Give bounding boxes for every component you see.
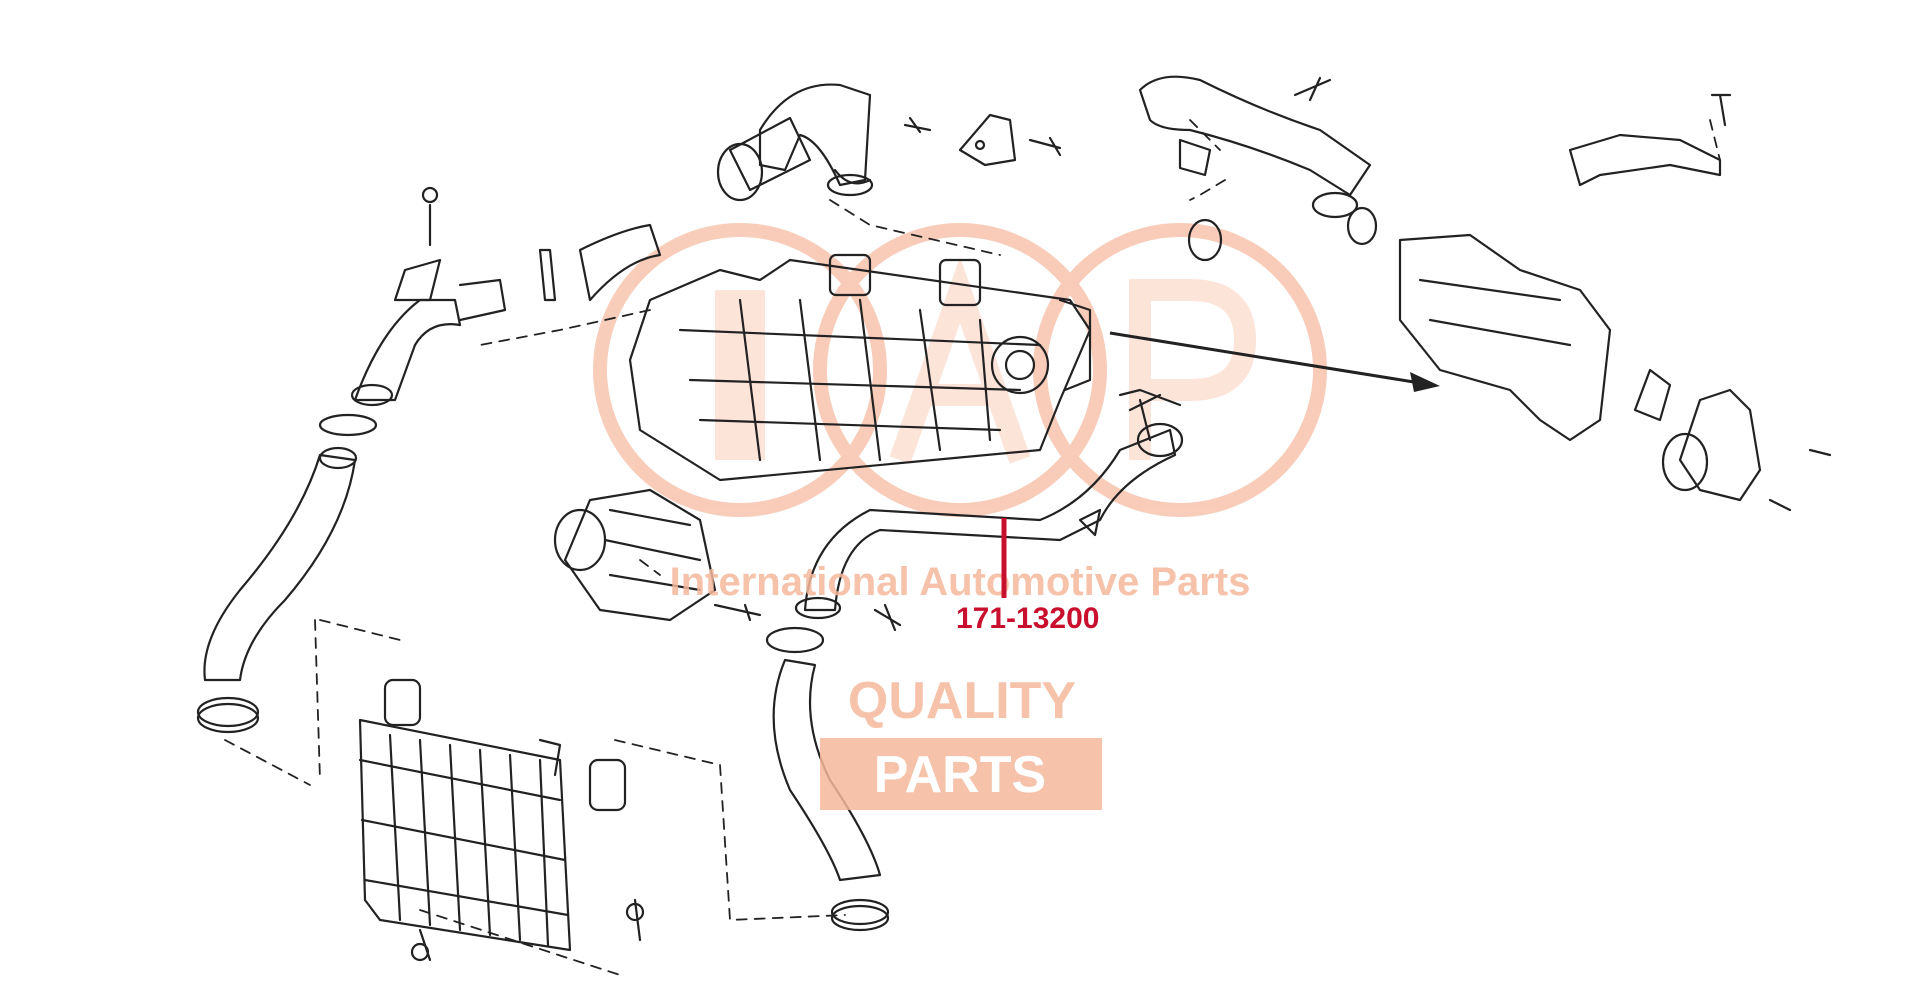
right-bracket bbox=[1568, 93, 1732, 187]
highlighted-hose bbox=[794, 388, 1184, 620]
logo-letter-p bbox=[1129, 279, 1257, 460]
watermark-quality: QUALITY bbox=[848, 672, 1076, 730]
upper-air-duct bbox=[716, 83, 874, 202]
part-callout: 171-13200 bbox=[956, 518, 1099, 635]
intercooler bbox=[358, 678, 645, 962]
upper-right-duct bbox=[1138, 75, 1378, 262]
watermark-parts-box bbox=[820, 738, 1102, 810]
iap-logo-watermark bbox=[593, 223, 1327, 517]
upper-bracket bbox=[903, 113, 1062, 167]
logo-ring-right bbox=[1033, 223, 1327, 517]
flow-arrow bbox=[1109, 331, 1440, 392]
right-throttle-assembly bbox=[1398, 233, 1832, 512]
dashed-leaders bbox=[224, 119, 1721, 976]
left-upper-hose bbox=[350, 186, 662, 407]
engine-block bbox=[628, 253, 1092, 482]
part-number-label[interactable]: 171-13200 bbox=[956, 602, 1099, 635]
logo-ring-left bbox=[593, 223, 887, 517]
throttle-body bbox=[553, 488, 762, 622]
logo-letter-a bbox=[889, 256, 1031, 464]
watermark-text: International Automotive Parts QUALITY P… bbox=[670, 560, 1251, 810]
left-long-hose bbox=[203, 413, 378, 682]
watermark-tagline: International Automotive Parts bbox=[670, 560, 1251, 604]
logo-ring-middle bbox=[813, 223, 1107, 517]
lower-center-clamp bbox=[830, 898, 890, 932]
watermark-parts: PARTS bbox=[874, 746, 1046, 804]
left-lower-clamp bbox=[196, 696, 260, 734]
lower-center-hose bbox=[765, 603, 902, 882]
component-line-art bbox=[196, 75, 1832, 976]
